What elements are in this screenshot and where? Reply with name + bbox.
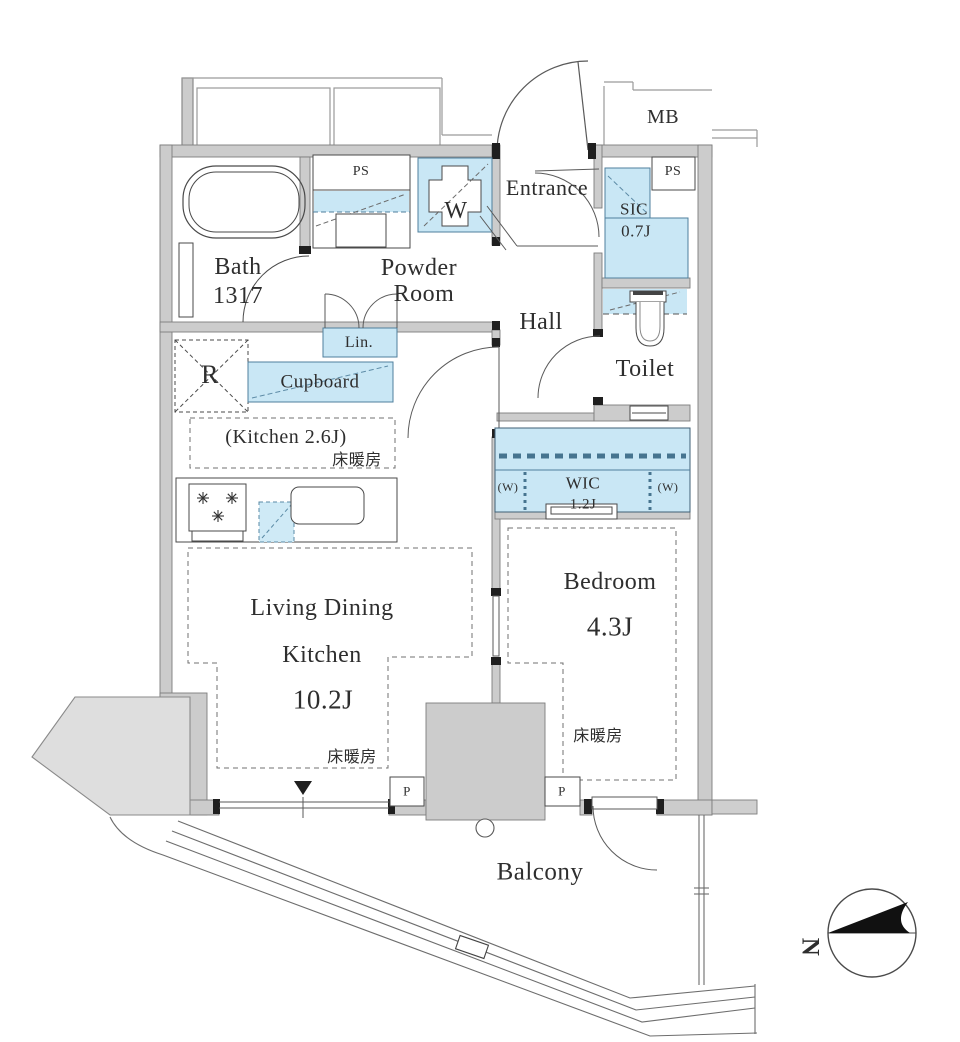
label-p-left: P [403,783,411,799]
north-arrow [828,902,910,933]
label-sic-size: 0.7J [621,221,651,241]
burners [197,492,238,522]
label-washer: W [444,198,468,224]
sink [290,486,365,525]
label-p-right: P [558,783,566,799]
label-kitchen-floor-heating: 床暖房 [332,452,382,469]
label-ldk-1: Living Dining [250,595,394,621]
entrance-hall [407,168,601,439]
window-marker [294,781,312,795]
label-wic: WIC [565,473,601,493]
label-entrance: Entrance [505,175,589,200]
ldk-door-arc [407,346,500,439]
label-ps-left: PS [352,164,370,179]
label-balcony: Balcony [496,858,584,886]
balcony-door-arc [592,805,658,871]
toilet-bowl [635,302,665,347]
label-north: N [796,937,824,957]
label-powder-2: Room [393,281,455,307]
label-wic-w-right: (W) [657,480,679,494]
label-bedroom: Bedroom [563,569,657,595]
pipe-boxes [389,776,581,807]
rail-marker [454,934,490,960]
label-wic-size: 1.2J [569,496,597,513]
toilet-fixtures [603,289,687,421]
label-refrigerator: R [201,360,219,389]
balcony-door [591,796,658,810]
label-powder-1: Powder [380,255,458,281]
label-bath-size: 1317 [213,283,263,309]
label-kitchen-size: (Kitchen 2.6J) [225,426,347,448]
wic-closet [494,427,691,520]
label-hall: Hall [519,309,563,335]
label-ps-right: PS [664,164,682,179]
sic-closet [604,156,696,279]
label-toilet: Toilet [615,356,675,382]
front-door [496,60,589,153]
label-sic: SIC [620,199,648,219]
p-box-right [544,776,581,807]
cupboard-space [247,361,394,403]
label-ldk-2: Kitchen [282,642,362,668]
linen-closet [322,327,398,358]
powder-room-fixtures [312,154,493,358]
bedroom-sliding-door [492,595,500,657]
label-wic-w-left: (W) [497,480,519,494]
label-linen: Lin. [344,334,374,351]
ldk-area [187,547,473,818]
washbasin [335,213,387,248]
bathtub [178,165,310,323]
label-bedroom-floor-heating: 床暖房 [573,728,623,745]
label-bedroom-size: 4.3J [586,611,634,642]
label-cupboard: Cupboard [280,371,360,393]
label-ldk-size: 10.2J [292,684,354,715]
label-bath: Bath [214,254,262,280]
balcony-area [31,696,758,1037]
label-ldk-floor-heating: 床暖房 [327,749,377,766]
kitchen-heating-area [189,417,396,469]
label-meter-box: MB [646,106,680,128]
kitchen-fixtures [174,339,398,543]
ldk-heating-area [187,547,473,769]
building-pillar-shape [31,696,191,816]
toilet-door-arc [537,335,601,399]
drain-circle [475,818,495,838]
p-box-left [389,776,425,807]
compass [827,888,917,978]
